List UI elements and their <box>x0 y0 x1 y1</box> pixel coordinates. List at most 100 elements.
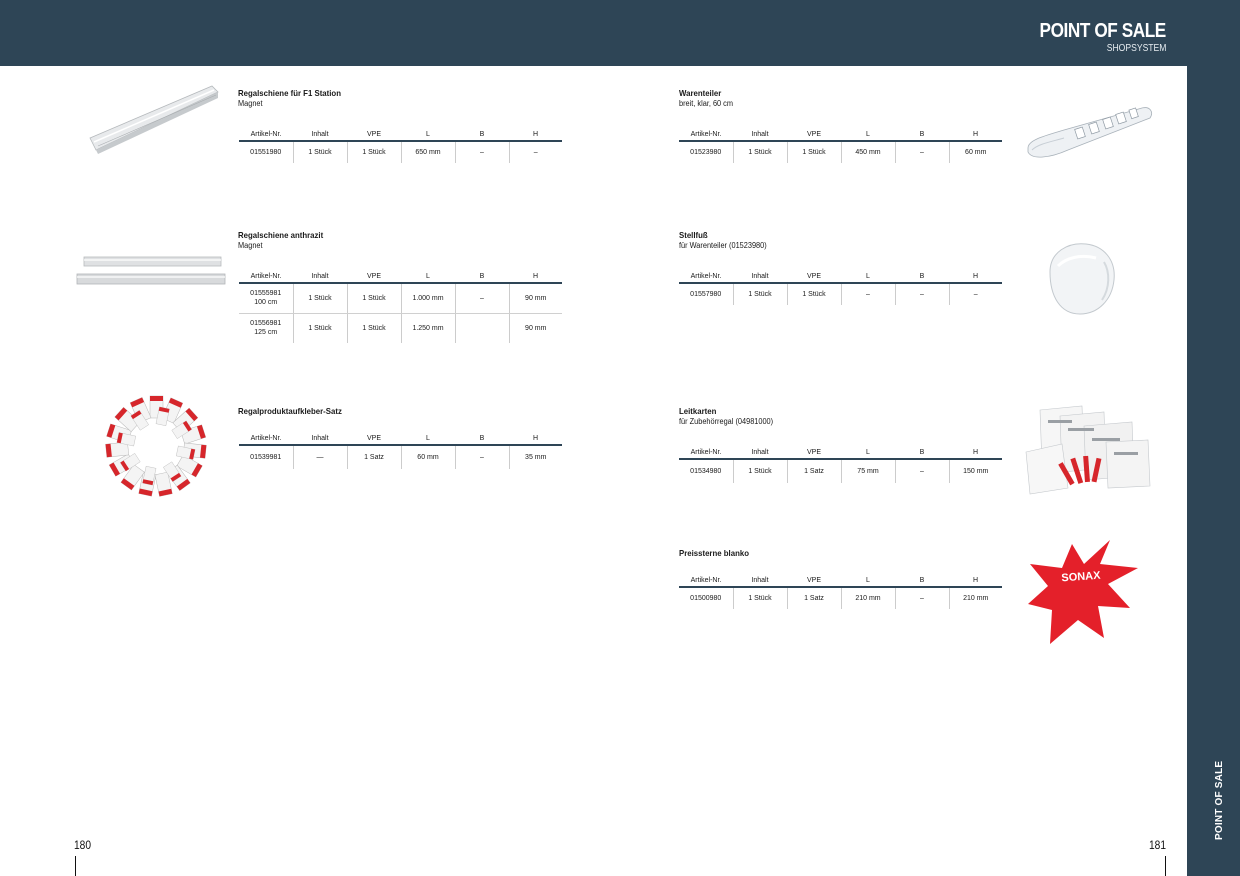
cell-h: 210 mm <box>948 587 1002 609</box>
cell-h: 150 mm <box>948 459 1002 483</box>
col-vpe: VPE <box>787 271 841 284</box>
sonax-logo: SONAX <box>1061 570 1102 585</box>
cell-b: – <box>454 445 509 469</box>
header-band <box>0 0 1240 66</box>
spec-table-rail-f1: Artikel-Nr. Inhalt VPE L B H 01551980 1 … <box>239 129 562 163</box>
cell-b: – <box>454 141 509 163</box>
side-tab-band <box>1187 66 1240 876</box>
cell-artikel-nr: 01551980 <box>250 149 282 156</box>
page-number-right: 181 <box>1149 838 1167 852</box>
article-number: 01555981 <box>250 290 282 298</box>
cell-artikel-nr: 01556981 125 cm <box>239 313 293 343</box>
cell-h: 90 mm <box>508 313 562 343</box>
cell-b: – <box>894 141 949 163</box>
table-row: 01539981 — 1 Satz 60 mm – 35 mm <box>239 445 562 469</box>
product-title: Warenteiler <box>679 88 722 98</box>
cell-artikel-nr: 01555981 100 cm <box>239 283 293 314</box>
stand-foot-image <box>1049 243 1115 315</box>
cell-h: – <box>508 141 562 163</box>
col-b: B <box>895 271 949 284</box>
product-rail-f1: Regalschiene für F1 Station Magnet <box>238 88 350 108</box>
col-vpe: VPE <box>787 129 841 142</box>
cell-artikel-nr: 01557980 <box>690 291 722 298</box>
cell-vpe: 1 Stück <box>346 141 401 163</box>
col-h: H <box>949 271 1002 284</box>
sticker-set-image <box>105 395 207 497</box>
product-subtitle: breit, klar, 60 cm <box>679 99 733 108</box>
cell-vpe: 1 Stück <box>346 313 401 343</box>
col-l: L <box>401 271 455 284</box>
cell-l: 60 mm <box>400 445 455 469</box>
cell-inhalt: 1 Stück <box>292 141 347 163</box>
cell-vpe: 1 Stück <box>346 283 401 314</box>
cell-b <box>454 313 509 343</box>
col-l: L <box>841 271 895 284</box>
product-rail-anthracite: Regalschiene anthrazit Magnet <box>238 230 331 250</box>
spec-table-sticker-set: Artikel-Nr. Inhalt VPE L B H 01539981 — … <box>239 433 562 469</box>
col-inhalt: Inhalt <box>293 433 347 446</box>
product-title: Regalschiene anthrazit <box>238 230 324 240</box>
cell-vpe: 1 Satz <box>786 587 841 609</box>
col-artikel-nr: Artikel-Nr. <box>679 271 733 284</box>
cell-inhalt: 1 Stück <box>292 283 347 314</box>
table-row: 01557980 1 Stück 1 Stück – – – <box>679 283 1002 305</box>
cell-inhalt: 1 Stück <box>732 141 787 163</box>
col-artikel-nr: Artikel-Nr. <box>239 271 293 284</box>
col-vpe: VPE <box>347 433 401 446</box>
table-row: 01556981 125 cm 1 Stück 1 Stück 1.250 mm… <box>239 313 562 343</box>
svg-text:SONAX: SONAX <box>1061 570 1102 585</box>
col-h: H <box>509 129 562 142</box>
rail-anthracite-image <box>76 256 226 285</box>
col-inhalt: Inhalt <box>293 271 347 284</box>
table-row: 01500980 1 Stück 1 Satz 210 mm – 210 mm <box>679 587 1002 609</box>
article-number: 01556981 <box>250 320 282 328</box>
col-b: B <box>455 129 509 142</box>
cell-b: – <box>894 587 949 609</box>
cell-inhalt: 1 Stück <box>292 313 347 343</box>
table-row: 01534980 1 Stück 1 Satz 75 mm – 150 mm <box>679 459 1002 483</box>
col-b: B <box>895 575 949 588</box>
col-l: L <box>841 447 895 460</box>
cell-b: – <box>454 283 509 314</box>
cell-l: 75 mm <box>840 459 895 483</box>
cell-artikel-nr: 01500980 <box>690 595 722 602</box>
cell-h: – <box>948 283 1002 305</box>
col-artikel-nr: Artikel-Nr. <box>239 129 293 142</box>
cell-vpe: 1 Stück <box>786 141 841 163</box>
col-h: H <box>509 271 562 284</box>
cell-l: 650 mm <box>400 141 455 163</box>
col-inhalt: Inhalt <box>733 129 787 142</box>
col-l: L <box>841 575 895 588</box>
col-b: B <box>895 447 949 460</box>
col-vpe: VPE <box>347 129 401 142</box>
table-row: 01555981 100 cm 1 Stück 1 Stück 1.000 mm… <box>239 283 562 314</box>
col-inhalt: Inhalt <box>733 271 787 284</box>
table-row: 01551980 1 Stück 1 Stück 650 mm – – <box>239 141 562 163</box>
cell-inhalt: — <box>292 445 347 469</box>
col-l: L <box>401 129 455 142</box>
product-title: Leitkarten <box>679 406 717 416</box>
product-sticker-set: Regalproduktaufkleber-Satz <box>238 406 351 416</box>
col-b: B <box>895 129 949 142</box>
cell-vpe: 1 Satz <box>346 445 401 469</box>
col-inhalt: Inhalt <box>733 575 787 588</box>
col-b: B <box>455 433 509 446</box>
cell-artikel-nr: 01523980 <box>690 149 722 156</box>
cell-vpe: 1 Satz <box>786 459 841 483</box>
spec-table-rail-anthracite: Artikel-Nr. Inhalt VPE L B H 01555981 10… <box>239 271 562 343</box>
article-length: 125 cm <box>254 329 278 337</box>
table-row: 01523980 1 Stück 1 Stück 450 mm – 60 mm <box>679 141 1002 163</box>
cell-b: – <box>894 459 949 483</box>
col-inhalt: Inhalt <box>293 129 347 142</box>
col-artikel-nr: Artikel-Nr. <box>679 129 733 142</box>
price-star-image: SONAX <box>1028 540 1138 644</box>
col-vpe: VPE <box>347 271 401 284</box>
product-subtitle: für Warenteiler (01523980) <box>679 241 767 250</box>
col-h: H <box>949 447 1002 460</box>
guide-cards-image <box>1025 405 1151 495</box>
product-price-stars: Preissterne blanko <box>679 548 755 558</box>
section-subtitle: SHOPSYSTEM <box>1106 43 1166 54</box>
cell-h: 35 mm <box>508 445 562 469</box>
page-rule-left <box>75 856 76 876</box>
section-title: POINT OF SALE <box>1039 20 1167 42</box>
